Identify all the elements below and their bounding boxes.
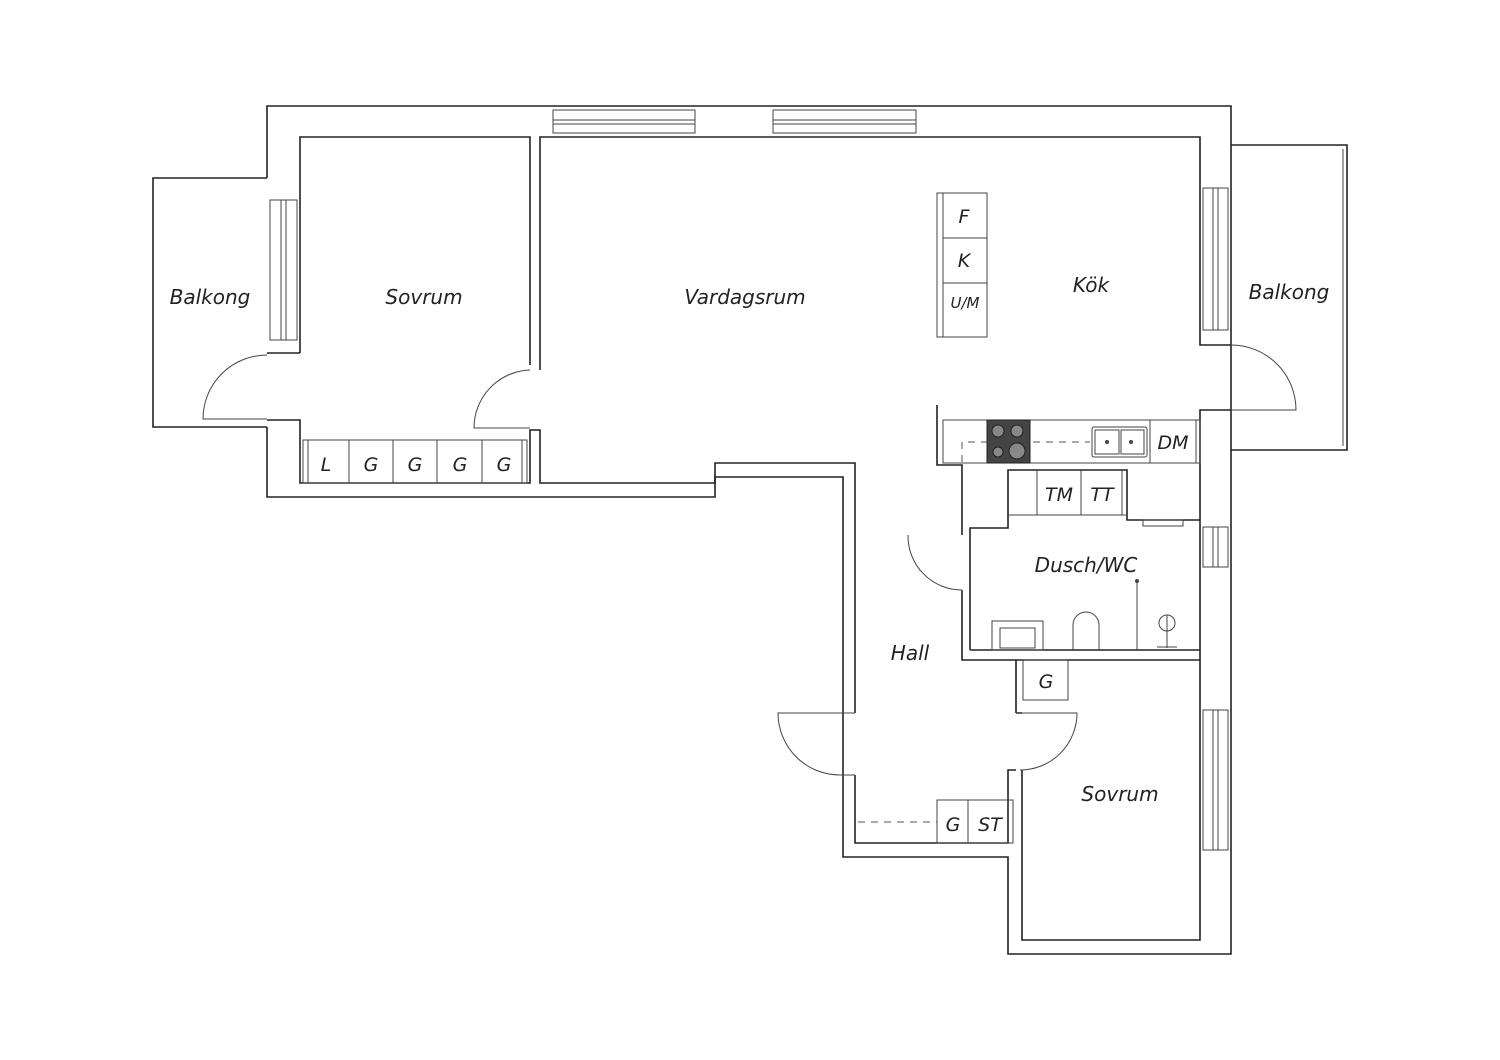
room-label-balkong-right: Balkong — [1249, 280, 1330, 304]
closets-sovrum-1: L G G G G — [302, 439, 528, 484]
closet-label: G — [453, 454, 468, 476]
room-label-sovrum-1: Sovrum — [385, 285, 462, 309]
room-label-balkong-left: Balkong — [170, 285, 251, 309]
closet-label: ST — [978, 814, 1003, 836]
room-label-dusch-wc: Dusch/WC — [1035, 553, 1138, 577]
windows — [269, 109, 1229, 851]
dishwasher-label: DM — [1157, 432, 1188, 454]
washer-label: TM — [1045, 484, 1073, 506]
room-label-sovrum-2: Sovrum — [1081, 782, 1158, 806]
laundry: TM TT — [1008, 470, 1184, 527]
dryer-label: TT — [1090, 484, 1115, 506]
kitchen-column: F K U/M — [936, 192, 988, 338]
balcony-right — [1231, 144, 1348, 451]
oven-label: U/M — [951, 294, 980, 312]
room-label-hall: Hall — [891, 641, 930, 665]
walls — [152, 105, 1348, 955]
closet-label: G — [1039, 671, 1054, 693]
sink-icon — [1091, 426, 1148, 458]
toilet-icon — [1072, 611, 1100, 650]
fridge-label: F — [959, 206, 971, 228]
doors — [202, 344, 1297, 776]
balcony-left — [152, 177, 267, 428]
bathroom-fixtures — [991, 579, 1177, 651]
freezer-label: K — [958, 250, 972, 272]
closet-label: L — [321, 454, 332, 476]
closet-label: G — [364, 454, 379, 476]
closet-label: G — [946, 814, 961, 836]
closet-label: G — [497, 454, 512, 476]
kitchen-counter: DM — [942, 419, 1201, 464]
room-label-vardagsrum: Vardagsrum — [684, 285, 805, 309]
room-label-kok: Kök — [1073, 273, 1111, 297]
closet-label: G — [408, 454, 423, 476]
hall-closets: G G ST — [858, 659, 1069, 844]
room-labels: Balkong Sovrum Vardagsrum Kök Balkong Du… — [170, 273, 1330, 806]
